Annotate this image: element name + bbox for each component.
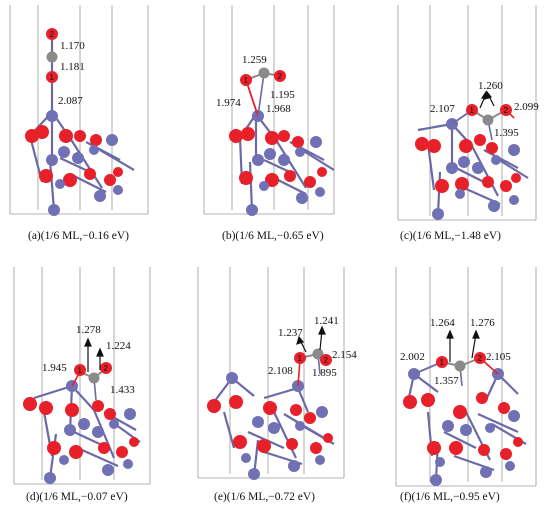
metal-atoms (246, 110, 325, 216)
atom-number: 1 (470, 106, 475, 115)
oxygen-atom (100, 362, 112, 374)
carbon-atom (482, 114, 494, 126)
cell-frame (203, 5, 335, 215)
carbon-atom (46, 51, 58, 63)
panel-caption: (f)(1/6 ML,−0.95 eV) (400, 491, 500, 503)
oxygen-atoms (25, 125, 123, 187)
cell-frame (197, 267, 345, 479)
bond-length-label: 1.278 (76, 324, 101, 336)
oxygen-atoms (23, 397, 139, 459)
bond-length-label: 1.259 (242, 54, 267, 66)
adsorbate (240, 67, 286, 117)
bond-length-label: 2.099 (514, 101, 539, 113)
bond-length-label: 1.895 (312, 367, 337, 379)
bond-length-label: 2.087 (58, 95, 83, 107)
atom-number: 1 (244, 76, 249, 85)
cell-frame (9, 5, 149, 215)
bond-length-label: 1.276 (470, 317, 495, 329)
atom-number: 2 (478, 354, 483, 363)
bond-length-label: 2.002 (400, 351, 425, 363)
panel-c: 1 2 1.260 2.107 2.099 1.395 (c)(1/6 ML,−… (368, 0, 552, 250)
oxygen-atoms (415, 134, 521, 193)
cell-frame (13, 267, 151, 485)
atom-number: 1 (298, 354, 303, 363)
oxygen-atom (436, 356, 448, 368)
bond-length-label: 1.945 (42, 362, 67, 374)
bond-length-label: 1.968 (266, 103, 291, 115)
atom-number: 1 (78, 366, 83, 375)
carbon-atom (258, 67, 270, 79)
atom-number: 1 (440, 358, 445, 367)
displacement-arrows (446, 329, 480, 362)
displacement-arrows (84, 337, 104, 372)
panel-b: 1 2 1.259 1.195 1.974 1.968 (b)(1/6 ML,−… (184, 0, 368, 250)
bond-length-label: 1.241 (314, 315, 339, 327)
atom-number: 2 (50, 30, 55, 39)
bond-length-label: 1.170 (60, 40, 85, 52)
bond-length-label: 2.107 (430, 103, 455, 115)
oxygen-atoms (207, 395, 333, 454)
oxygen-atom (240, 74, 252, 86)
bond-length-label: 2.154 (332, 349, 357, 361)
oxygen-atoms (403, 392, 523, 460)
bond-length-label: 1.260 (478, 80, 503, 92)
oxygen-atoms (229, 127, 327, 188)
bond-length-label: 1.357 (434, 375, 459, 387)
adsorbate (294, 348, 332, 387)
panel-e: 1 2 1.237 1.241 2.154 2.108 1.895 (e)(1/… (184, 262, 368, 515)
oxygen-atom (294, 352, 306, 364)
panel-caption: (e)(1/6 ML,−0.72 eV) (214, 491, 316, 503)
atom-number: 1 (50, 73, 55, 82)
oxygen-atom (500, 104, 512, 116)
metal-atoms (44, 380, 136, 484)
adsorbate (46, 28, 58, 83)
panel-d: 1 2 1.278 1.224 1.945 1.433 (d)(1/6 ML,−… (0, 262, 184, 515)
displacement-arrows (479, 90, 495, 109)
oxygen-atom (474, 352, 486, 364)
bond-length-label: 1.237 (278, 327, 303, 339)
bond-length-label: 1.181 (60, 61, 85, 73)
carbon-atom (454, 360, 466, 372)
bond-length-label: 1.395 (494, 127, 519, 139)
panel-caption: (d)(1/6 ML,−0.07 eV) (26, 491, 128, 503)
bond-length-label: 1.974 (216, 97, 241, 109)
atom-number: 2 (324, 356, 329, 365)
carbon-atom (88, 372, 100, 384)
oxygen-atom (320, 354, 332, 366)
bond-length-label: 1.264 (430, 317, 455, 329)
oxygen-atom (74, 364, 86, 376)
atom-number: 2 (278, 72, 283, 81)
metal-atoms (408, 368, 520, 486)
oxygen-atom (466, 104, 478, 116)
carbon-atom (312, 348, 324, 360)
cell-frame (395, 267, 537, 487)
displacement-arrows (296, 325, 326, 353)
bond-length-label: 1.195 (270, 89, 295, 101)
oxygen-atom (274, 70, 286, 82)
panel-caption: (c)(1/6 ML,−1.48 eV) (400, 230, 502, 242)
metal-atoms (226, 372, 328, 480)
metal-atoms (46, 110, 123, 216)
slab (28, 40, 135, 211)
adsorbate (413, 352, 499, 387)
panel-a: 2 1 1.170 1.181 2.087 (a)(1/6 ML,−0.16 e… (0, 0, 184, 250)
oxygen-atom (46, 71, 58, 83)
metal-atoms (432, 118, 520, 220)
bond-length-label: 1.224 (106, 340, 131, 352)
bond-length-label: 2.108 (268, 365, 293, 377)
bond-length-label: 2.105 (486, 351, 511, 363)
atom-number: 2 (104, 364, 109, 373)
oxygen-atom (46, 28, 58, 40)
panel-f: 1 2 1.264 1.276 2.002 2.105 1.357 (f)(1/… (368, 262, 552, 515)
adsorbate (71, 362, 112, 401)
adsorbate (451, 104, 515, 141)
bond-length-label: 1.433 (110, 384, 135, 396)
panel-caption: (b)(1/6 ML,−0.65 eV) (222, 230, 324, 242)
panel-caption: (a)(1/6 ML,−0.16 eV) (28, 230, 130, 242)
atom-number: 2 (504, 106, 509, 115)
